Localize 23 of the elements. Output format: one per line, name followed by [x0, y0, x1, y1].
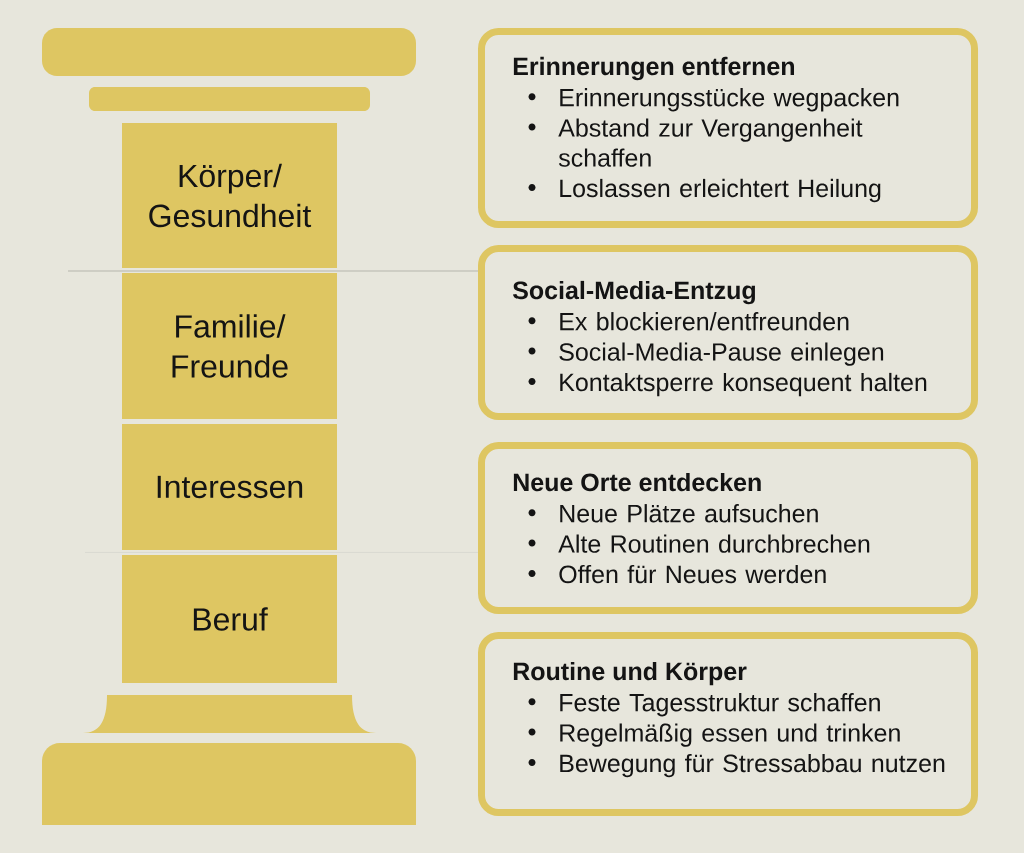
pillar-capital — [42, 28, 416, 76]
pillar-segment: Körper/ Gesundheit — [122, 123, 337, 268]
pillar-segment: Familie/ Freunde — [122, 273, 337, 419]
pillar-plinth — [42, 743, 416, 825]
card-heading: Social-Media-Entzug — [512, 280, 755, 305]
bullet-text: Ex blockieren/entfreunden — [560, 312, 849, 331]
bullet-text: Loslassen erleichtert Heilung — [560, 178, 881, 203]
card-heading: Routine und Körper — [513, 661, 747, 686]
card-heading: Erinnerungen entfernen — [513, 56, 794, 81]
bullet-text: Offen für Neues werden — [559, 564, 826, 584]
card-heading: Neue Orte entdecken — [513, 472, 761, 492]
bullet-text: Kontaktsperre konsequent halten — [560, 372, 927, 397]
bullet-text: Neue Plätze aufsuchen — [560, 504, 818, 523]
pillar-segment: Beruf — [122, 555, 337, 683]
bullet-text: Erinnerungsstücke wegpacken — [560, 88, 899, 112]
capital-band — [89, 87, 370, 111]
bullet-text: Regelmäßig essen und trinken — [560, 723, 900, 747]
bullet-text: Alte Routinen durchbrechen — [558, 534, 870, 553]
bullet-text: Feste Tagesstruktur schaffen — [560, 693, 880, 717]
pillar-segment: Interessen — [122, 424, 337, 550]
bullet-text: Bewegung für Stressabbau nutzen — [560, 753, 945, 778]
bullet-text: Abstand zur Vergangenheit schaffen — [558, 118, 863, 167]
bullet-text: Social-Media-Pause einlegen — [559, 342, 884, 366]
